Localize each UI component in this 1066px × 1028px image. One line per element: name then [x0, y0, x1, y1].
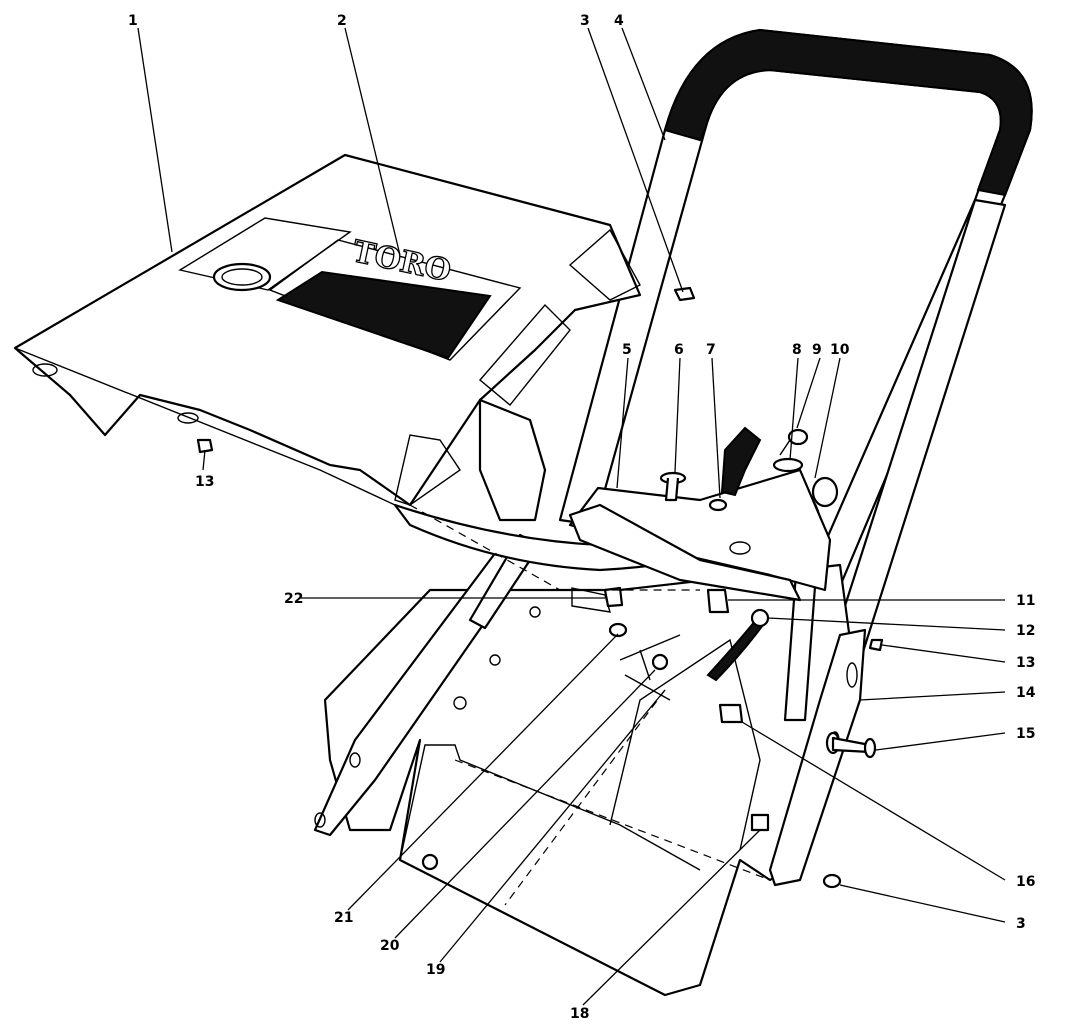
- callout-18: 18: [570, 1006, 589, 1022]
- lower-housing: [323, 563, 867, 997]
- callout-13-left: 13: [195, 474, 214, 490]
- callout-15: 15: [1016, 726, 1035, 742]
- callout-2: 2: [337, 13, 347, 29]
- assembly-line: [409, 504, 700, 591]
- assembly-line: [504, 689, 666, 906]
- control-panel: [568, 468, 832, 602]
- callout-19: 19: [426, 962, 445, 978]
- callout-11: 11: [1016, 593, 1035, 609]
- callout-7: 7: [706, 342, 716, 358]
- callout-22: 22: [284, 591, 303, 607]
- callout-12: 12: [1016, 623, 1035, 639]
- callout-8: 8: [792, 342, 802, 358]
- hardware: [196, 286, 884, 889]
- callout-20: 20: [380, 938, 400, 954]
- callout-1: 1: [128, 13, 138, 29]
- leader-lines: [137, 27, 1006, 1006]
- callout-4: 4: [614, 13, 624, 29]
- engine-cover: [13, 153, 642, 522]
- callout-16: 16: [1016, 874, 1035, 890]
- callout-14: 14: [1016, 685, 1036, 701]
- callout-9: 9: [812, 342, 822, 358]
- assembly-line: [454, 759, 771, 881]
- callout-21: 21: [334, 910, 353, 926]
- callout-13: 13: [1016, 655, 1035, 671]
- callout-5: 5: [622, 342, 632, 358]
- callout-3-lower: 3: [1016, 916, 1026, 932]
- callouts: 1 2 3 4 5 6 7 8 9 10 11 12 13 14 15 16 3…: [128, 13, 1036, 1022]
- callout-10: 10: [830, 342, 850, 358]
- callout-6: 6: [674, 342, 684, 358]
- callout-3: 3: [580, 13, 590, 29]
